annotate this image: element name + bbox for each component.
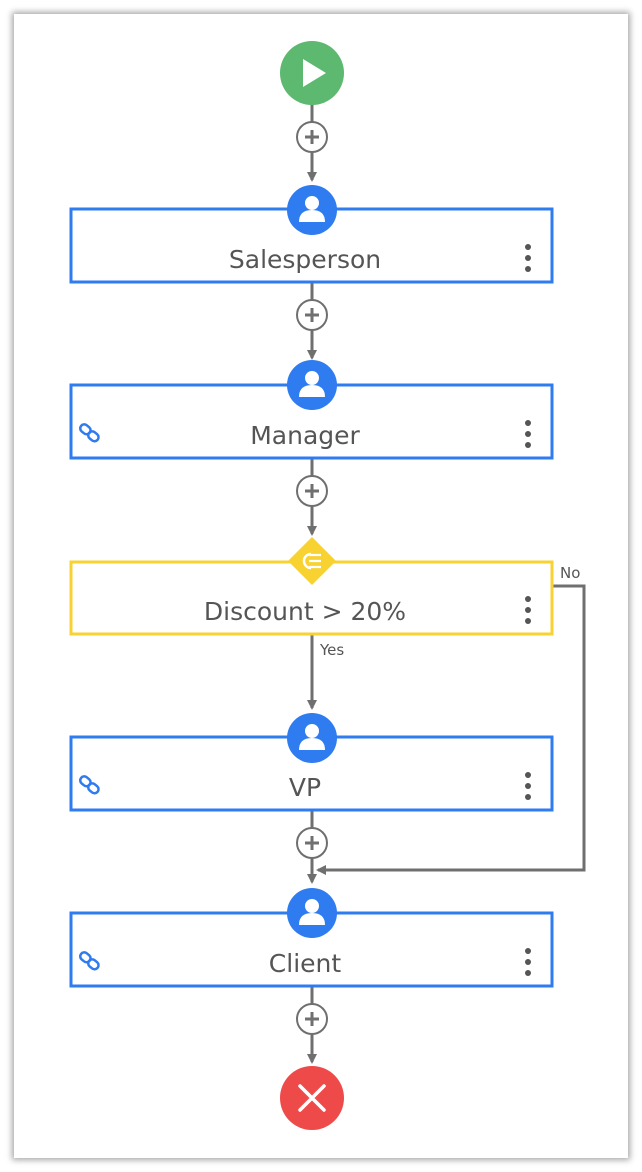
- step-label: Salesperson: [229, 245, 381, 274]
- add-step-button-5[interactable]: [296, 1003, 328, 1035]
- add-step-icon: [305, 130, 319, 144]
- condition-icon: [288, 537, 336, 585]
- more-vertical-icon[interactable]: [525, 420, 531, 448]
- add-step-button-1[interactable]: [296, 121, 328, 153]
- add-step-button-2[interactable]: [296, 299, 328, 331]
- start-node[interactable]: [280, 41, 344, 105]
- user-icon: [287, 888, 337, 938]
- add-step-button-4[interactable]: [296, 827, 328, 859]
- add-step-icon: [305, 1012, 319, 1026]
- close-x-icon: [298, 1084, 326, 1112]
- end-node[interactable]: [280, 1066, 344, 1130]
- more-vertical-icon[interactable]: [525, 948, 531, 976]
- add-step-button-3[interactable]: [296, 475, 328, 507]
- link-icon[interactable]: [78, 423, 101, 443]
- step-label: VP: [289, 773, 321, 802]
- user-icon: [287, 713, 337, 763]
- step-label: Manager: [250, 421, 360, 450]
- add-step-icon: [305, 484, 319, 498]
- add-step-icon: [305, 836, 319, 850]
- play-icon: [303, 59, 326, 87]
- user-icon: [287, 185, 337, 235]
- add-step-icon: [305, 308, 319, 322]
- more-vertical-icon[interactable]: [525, 772, 531, 800]
- condition-label: Discount > 20%: [204, 597, 406, 626]
- link-icon[interactable]: [78, 951, 101, 971]
- no-branch-label: No: [560, 564, 580, 582]
- link-icon[interactable]: [78, 775, 101, 795]
- user-icon: [287, 360, 337, 410]
- step-label: Client: [269, 949, 342, 978]
- more-vertical-icon[interactable]: [525, 596, 531, 624]
- connector-no-branch: [316, 584, 586, 875]
- yes-branch-label: Yes: [319, 641, 344, 659]
- more-vertical-icon[interactable]: [525, 244, 531, 272]
